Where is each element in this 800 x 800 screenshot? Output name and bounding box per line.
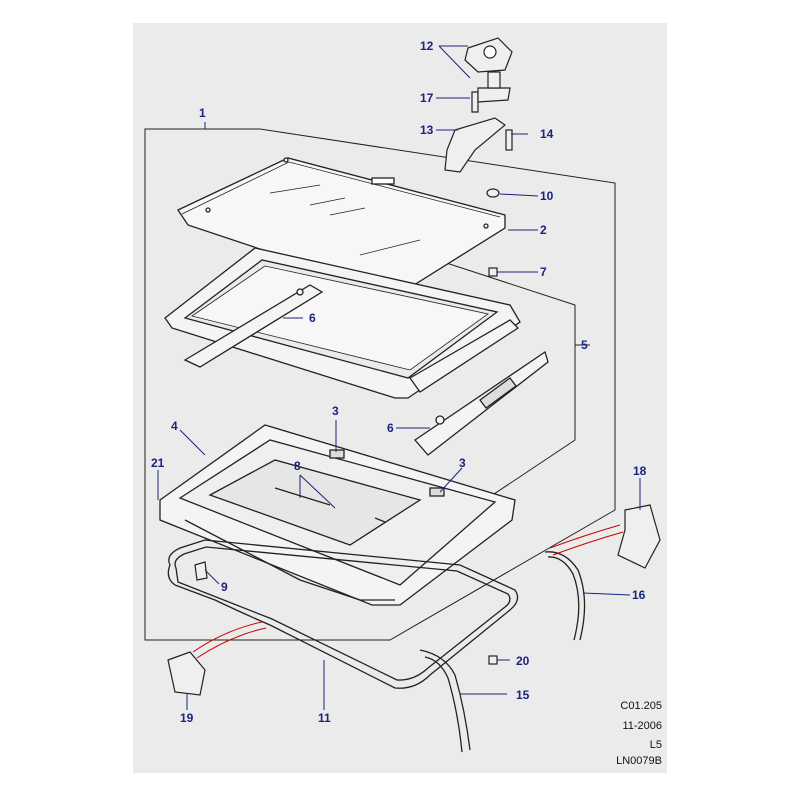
small-parts [167, 37, 661, 696]
callout-1: 1 [199, 106, 206, 120]
callout-14: 14 [540, 127, 554, 141]
callout-21: 21 [151, 456, 165, 470]
part-12-motor [477, 87, 511, 103]
callout-3-upper: 3 [332, 404, 339, 418]
callout-6-lower: 6 [387, 421, 394, 435]
callout-13: 13 [420, 123, 434, 137]
reference-date: 11-2006 [622, 720, 662, 732]
reference-drawing-number: LN0079B [616, 755, 662, 767]
leader-lines [157, 45, 641, 710]
callout-8: 8 [294, 459, 301, 473]
drain-tubes [419, 551, 586, 753]
group-brackets [144, 128, 616, 641]
callout-9: 9 [221, 580, 228, 594]
bracket-5 [369, 237, 576, 511]
reference-variant: L5 [649, 739, 662, 751]
glass-panel [177, 157, 506, 296]
callout-2: 2 [540, 223, 547, 237]
slide-frame [164, 247, 549, 456]
break-lines [192, 524, 624, 659]
callout-16: 16 [632, 588, 646, 602]
callout-15: 15 [516, 688, 530, 702]
callout-18: 18 [633, 464, 647, 478]
part-13-drive [444, 117, 506, 173]
seal [167, 539, 519, 689]
callout-20: 20 [516, 654, 530, 668]
callout-7: 7 [540, 265, 547, 279]
part-19-clip [167, 651, 206, 696]
part-18-bracket [617, 504, 661, 569]
callout-4: 4 [171, 419, 178, 433]
callout-10: 10 [540, 189, 554, 203]
part-17-bolt [471, 91, 479, 113]
callout-19: 19 [180, 711, 194, 725]
callout-3-lower: 3 [459, 456, 466, 470]
callout-5: 5 [581, 338, 588, 352]
part-9-clip [194, 561, 208, 581]
callout-12: 12 [420, 39, 434, 53]
reference-code: C01.205 [620, 700, 662, 712]
bracket-1 [144, 128, 616, 641]
callout-17: 17 [420, 91, 434, 105]
callout-11: 11 [318, 711, 331, 725]
drain-tray [159, 424, 516, 606]
callout-6-upper: 6 [309, 311, 316, 325]
